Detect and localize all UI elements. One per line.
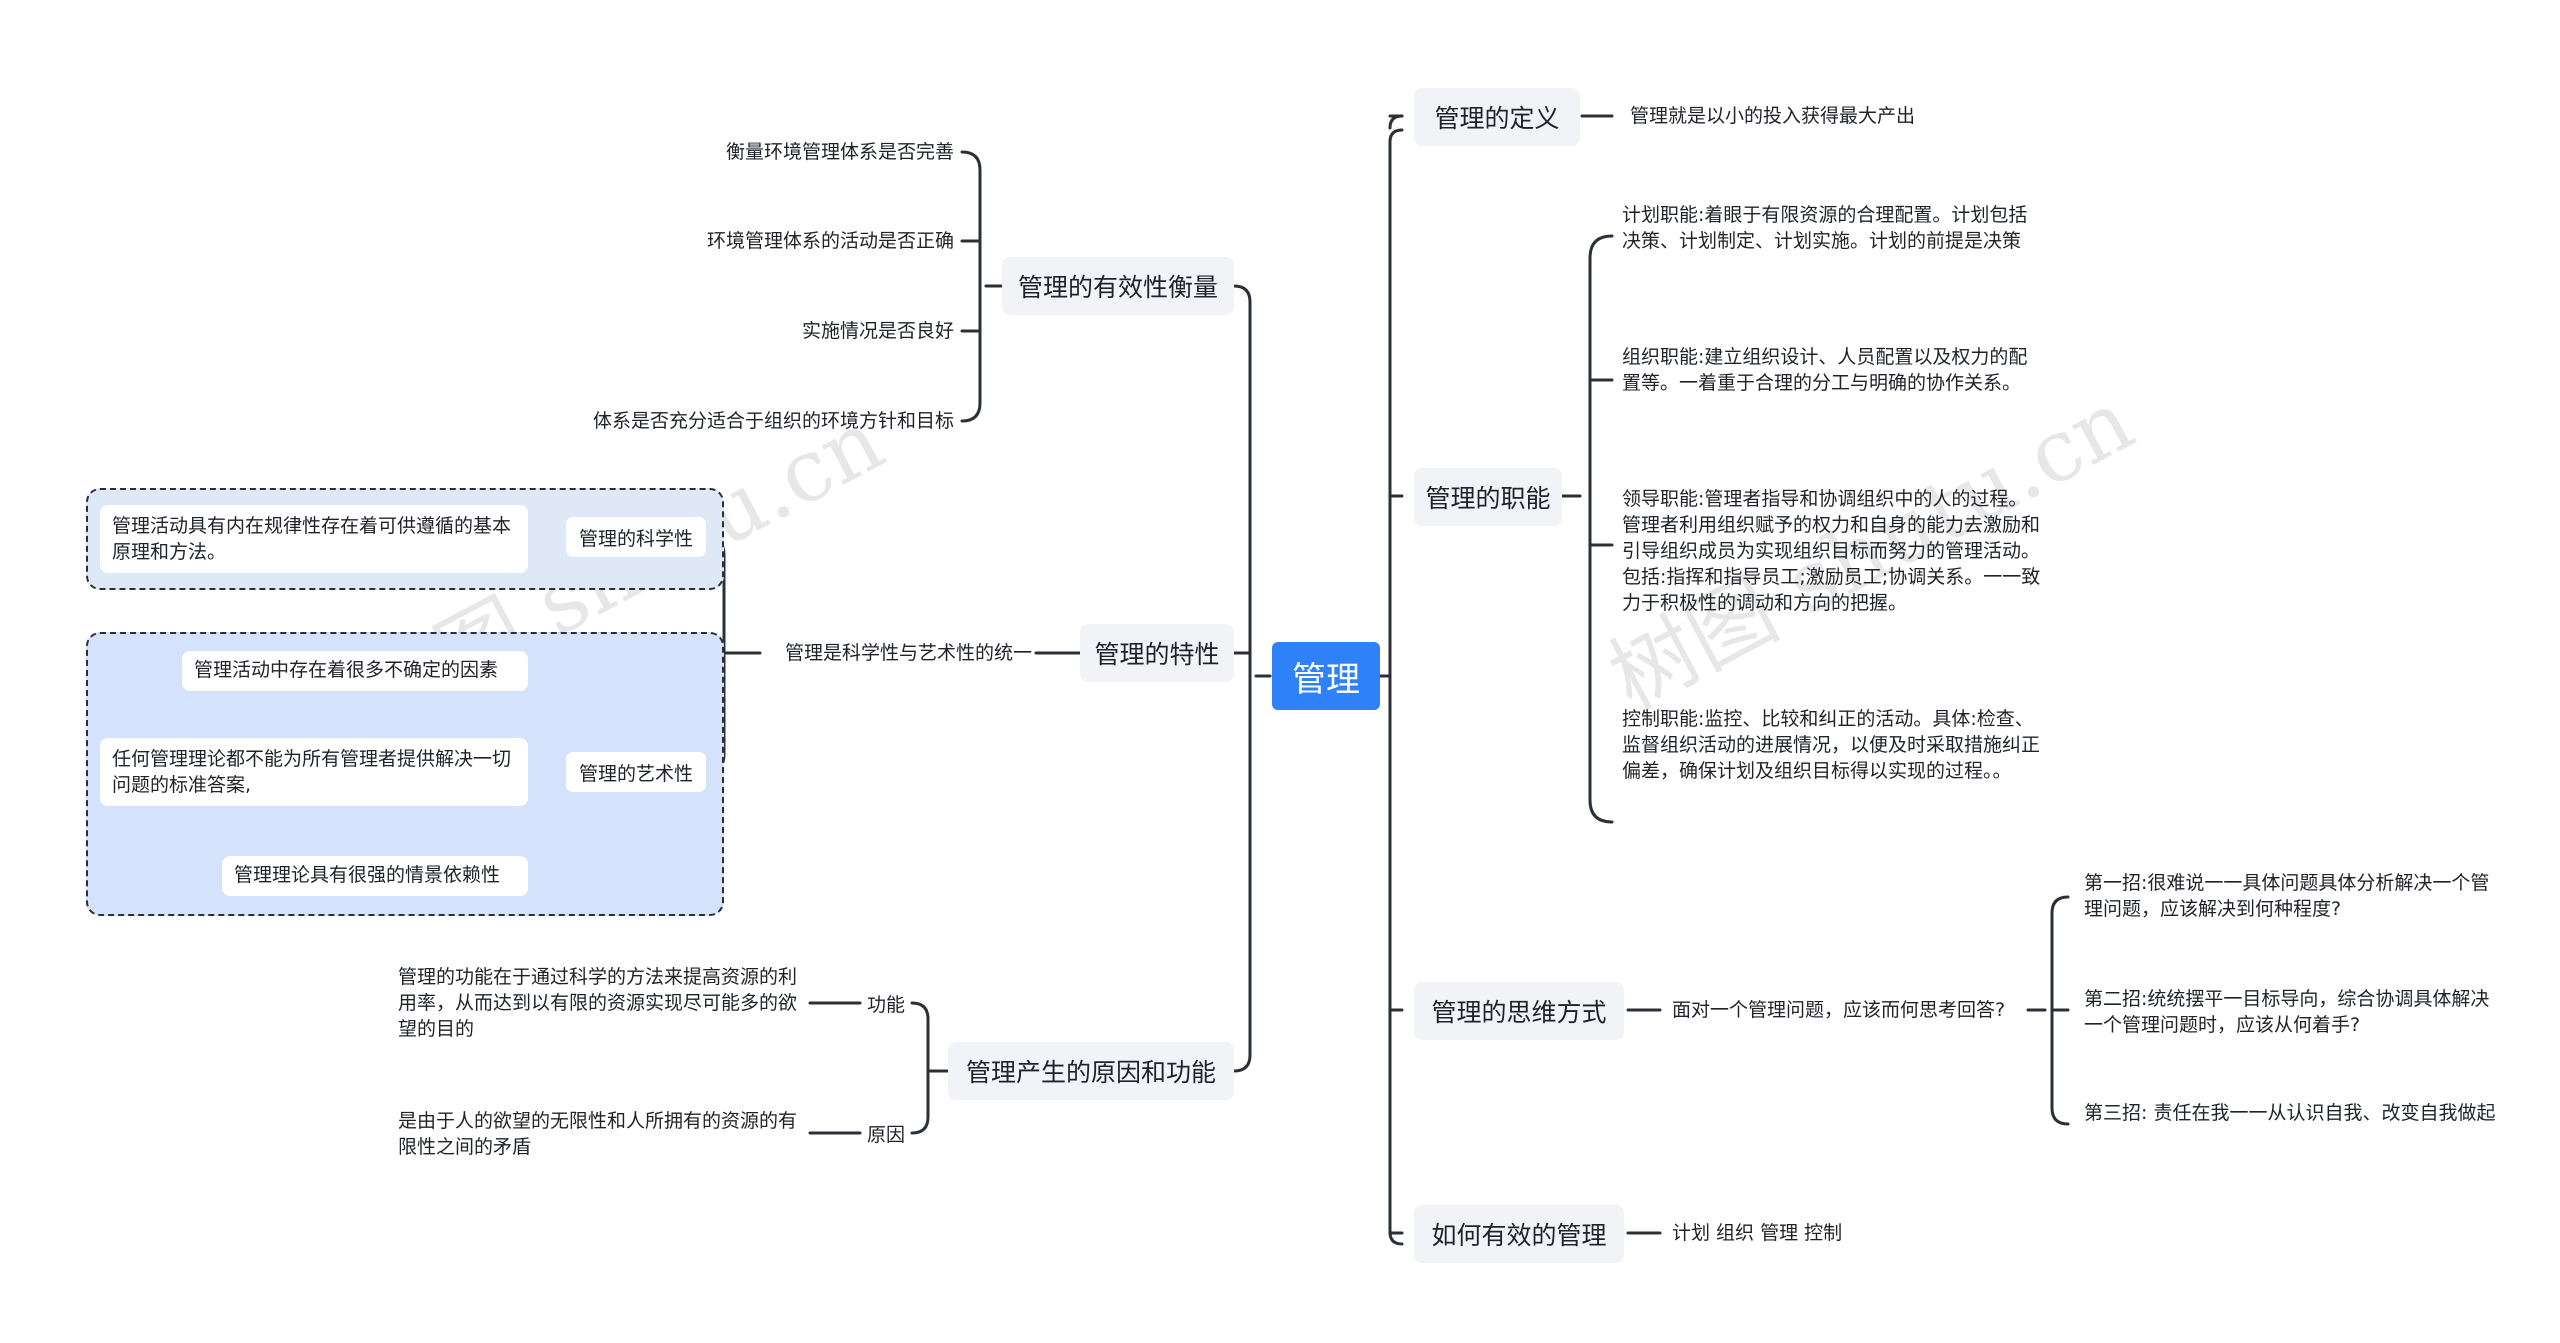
root-node[interactable]: 管理 [1272, 642, 1380, 710]
art-item-3-card: 管理理论具有很强的情景依赖性 [222, 856, 528, 896]
topic-effectiveness[interactable]: 管理的有效性衡量 [1002, 257, 1234, 315]
science-desc: 管理活动具有内在规律性存在着可供遵循的基本原理和方法。 [112, 515, 512, 563]
effective-text: 计划 组织 管理 控制 [1672, 1222, 1843, 1244]
definition-text: 管理就是以小的投入获得最大产出 [1630, 105, 1916, 127]
topic-thinking[interactable]: 管理的思维方式 [1414, 982, 1624, 1040]
node-science[interactable]: 管理的科学性 [566, 517, 706, 557]
effectiveness-item-2: 环境管理体系的活动是否正确 [706, 230, 954, 252]
art-item-1: 管理活动中存在着很多不确定的因素 [194, 659, 499, 681]
function-leading: 领导职能:管理者指导和协调组织中的人的过程。管理者利用组织赋予的权力和自身的能力… [1622, 488, 2041, 614]
topic-nature[interactable]: 管理的特性 [1080, 624, 1234, 682]
function-controlling: 控制职能:监控、比较和纠正的活动。具体:检查、监督组织活动的进展情况，以便及时采… [1622, 708, 2041, 782]
science-desc-card: 管理活动具有内在规律性存在着可供遵循的基本原理和方法。 [100, 505, 528, 573]
trunk-right [1388, 128, 1404, 1246]
trunk-left [1232, 284, 1252, 1073]
topic-definition[interactable]: 管理的定义 [1414, 88, 1580, 146]
thinking-question: 面对一个管理问题，应该而何思考回答? [1672, 999, 2006, 1021]
thinking-move-2: 第二招:统统摆平一目标导向，综合协调具体解决一个管理问题时，应该从何着手? [2084, 988, 2490, 1036]
art-item-3: 管理理论具有很强的情景依赖性 [234, 864, 501, 886]
topic-effective-management[interactable]: 如何有效的管理 [1414, 1205, 1624, 1263]
effectiveness-item-4: 体系是否充分适合于组织的环境方针和目标 [592, 410, 954, 432]
topic-origin[interactable]: 管理产生的原因和功能 [948, 1042, 1234, 1100]
cause-desc: 是由于人的欲望的无限性和人所拥有的资源的有限性之间的矛盾 [398, 1110, 798, 1158]
art-item-2-card: 任何管理理论都不能为所有管理者提供解决一切问题的标准答案, [100, 738, 528, 806]
art-item-2: 任何管理理论都不能为所有管理者提供解决一切问题的标准答案, [112, 748, 512, 796]
thinking-move-3: 第三招: 责任在我一一从认识自我、改变自我做起 [2084, 1102, 2496, 1124]
node-cause[interactable]: 原因 [866, 1123, 905, 1146]
thinking-move-1: 第一招:很难说一一具体问题具体分析解决一个管理问题，应该解决到何种程度? [2084, 872, 2490, 920]
function-desc: 管理的功能在于通过科学的方法来提高资源的利用率，从而达到以有限的资源实现尽可能多… [398, 966, 798, 1040]
nature-summary: 管理是科学性与艺术性的统一 [784, 642, 1032, 664]
topic-functions[interactable]: 管理的职能 [1414, 468, 1562, 526]
function-organizing: 组织职能:建立组织设计、人员配置以及权力的配置等。一着重于合理的分工与明确的协作… [1622, 346, 2028, 394]
function-planning: 计划职能:着眼于有限资源的合理配置。计划包括决策、计划制定、计划实施。计划的前提… [1622, 204, 2028, 252]
effectiveness-item-1: 衡量环境管理体系是否完善 [725, 141, 954, 163]
art-item-1-card: 管理活动中存在着很多不确定的因素 [182, 651, 528, 691]
node-art[interactable]: 管理的艺术性 [566, 752, 706, 792]
node-function[interactable]: 功能 [866, 993, 905, 1016]
effectiveness-item-3: 实施情况是否良好 [801, 320, 954, 342]
bracket-effectiveness [960, 150, 982, 423]
